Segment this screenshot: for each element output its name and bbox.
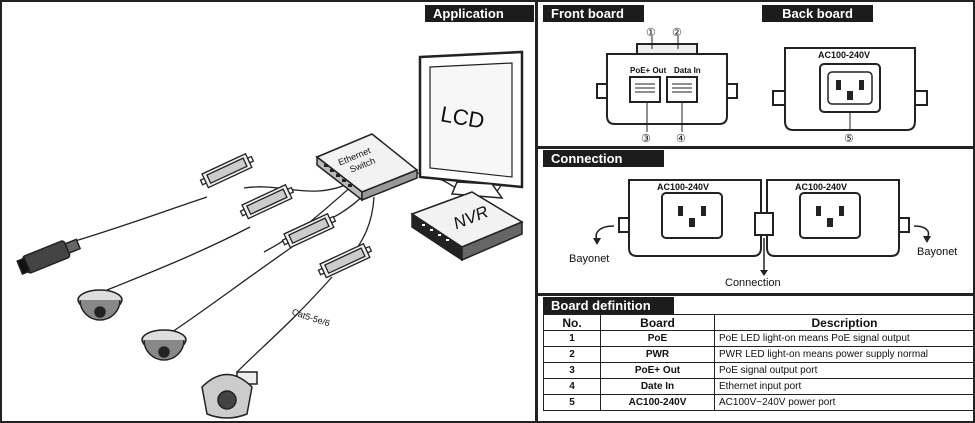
cable-label: Cat5-5e/6: [291, 307, 332, 329]
header-no: No.: [543, 314, 601, 331]
bayonet-left-label: Bayonet: [569, 253, 609, 265]
back-board-diagram: AC100-240V ⑤: [772, 47, 928, 145]
lcd-monitor: [418, 50, 524, 199]
connection-label: Connection: [725, 277, 781, 289]
row-board: PWR: [600, 346, 715, 363]
header-description: Description: [714, 314, 975, 331]
data-in-port: [666, 76, 698, 103]
connection-voltage-left: AC100-240V: [657, 182, 709, 192]
bullet-camera: [16, 238, 82, 276]
back-voltage-label: AC100-240V: [818, 50, 870, 60]
marker-1: ①: [646, 27, 656, 39]
row-description: PWR LED light-on means power supply norm…: [714, 346, 975, 363]
marker-4: ④: [676, 133, 686, 145]
row-no: 3: [543, 362, 601, 379]
row-board: PoE+ Out: [600, 362, 715, 379]
injector-2: [239, 183, 295, 220]
data-in-label: Data In: [674, 66, 701, 75]
table-row: 4 Date In Ethernet input port: [543, 378, 975, 395]
marker-2: ②: [672, 27, 682, 39]
cable-injector-1-to-camera-1: [71, 196, 208, 243]
cable-injector-3-to-camera-3: [171, 246, 293, 333]
application-title: Application: [425, 5, 534, 22]
divider-board-connection: [538, 146, 975, 149]
row-no: 2: [543, 346, 601, 363]
dome-camera-1: [77, 289, 123, 321]
board-definition-title: Board definition: [543, 297, 674, 314]
row-board: AC100-240V: [600, 394, 715, 411]
vertical-divider: [535, 2, 538, 421]
row-description: PoE LED light-on means PoE signal output: [714, 330, 975, 347]
application-diagram: LCD Ethernet Switch NVR: [16, 50, 524, 419]
poe-out-port: [629, 76, 661, 103]
poe-injectors: [199, 152, 373, 279]
row-board: Date In: [600, 378, 715, 395]
front-board-top-led-strip: [636, 43, 698, 55]
row-no: 4: [543, 378, 601, 395]
bayonet-right-label: Bayonet: [917, 246, 957, 258]
row-description: PoE signal output port: [714, 362, 975, 379]
injector-3: [281, 212, 337, 249]
cable-switch-to-injector-1: [243, 181, 353, 192]
row-description: Ethernet input port: [714, 378, 975, 395]
cable-injector-4-to-camera-4: [236, 276, 333, 373]
row-board: PoE: [600, 330, 715, 347]
board-definition-table: No. Board Description 1 PoE PoE LED ligh…: [543, 314, 975, 411]
injector-1: [199, 152, 255, 189]
marker-3: ③: [641, 133, 651, 145]
front-board-title: Front board: [543, 5, 644, 22]
front-board-diagram: PoE+ Out Data In ① ② ③ ④: [596, 27, 738, 145]
table-row: 2 PWR PWR LED light-on means power suppl…: [543, 346, 975, 363]
table-header-row: No. Board Description: [543, 314, 975, 331]
table-row: 1 PoE PoE LED light-on means PoE signal …: [543, 330, 975, 347]
nvr-recorder: [410, 191, 524, 262]
connection-title: Connection: [543, 150, 664, 167]
marker-5: ⑤: [844, 133, 854, 145]
row-description: AC100V~240V power port: [714, 394, 975, 411]
cable-injector-2-to-camera-2: [106, 226, 251, 291]
back-board-title: Back board: [762, 5, 873, 22]
row-no: 1: [543, 330, 601, 347]
ptz-camera: [201, 371, 258, 419]
ethernet-switch: [315, 133, 419, 202]
header-board: Board: [600, 314, 715, 331]
table-row: 3 PoE+ Out PoE signal output port: [543, 362, 975, 379]
injector-4: [317, 242, 373, 279]
row-no: 5: [543, 394, 601, 411]
connection-diagram: AC100-240V AC100-240V Bayonet Bayonet Co…: [569, 179, 957, 289]
dome-camera-2: [141, 329, 187, 361]
divider-connection-definition: [538, 293, 975, 296]
table-row: 5 AC100-240V AC100V~240V power port: [543, 394, 975, 411]
poe-out-label: PoE+ Out: [630, 66, 667, 75]
connection-voltage-right: AC100-240V: [795, 182, 847, 192]
